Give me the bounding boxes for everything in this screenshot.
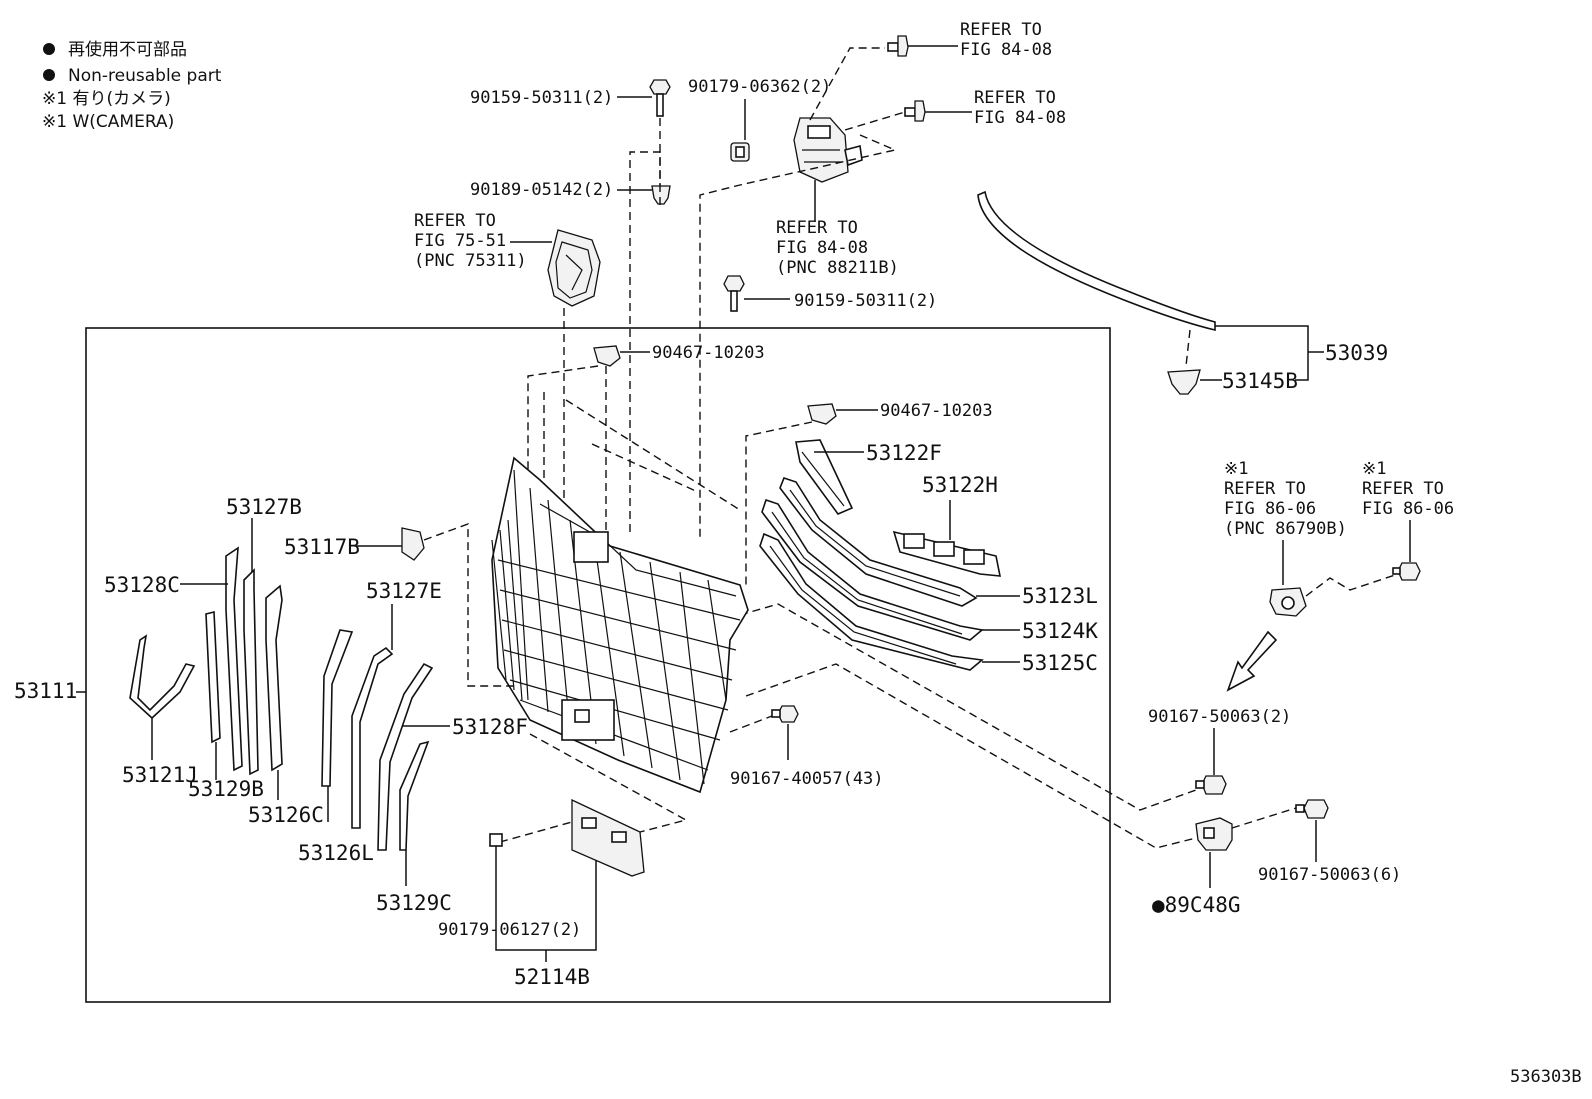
camera-mount-bracket-icon (1195, 817, 1233, 851)
bolt-icon (649, 79, 671, 117)
label-90159-50311-mid: 90159-50311(2) (794, 291, 937, 311)
bolt-icon (723, 275, 745, 312)
label-52114B: 52114B (514, 965, 590, 989)
clip-nut-icon (651, 185, 671, 205)
license-bracket-icon (571, 798, 645, 877)
label-note-1a: ※1 (1224, 459, 1248, 479)
label-refer-84-08-c2: FIG 84-08 (776, 238, 868, 258)
legend-camera-en: ※1 W(CAMERA) (42, 112, 174, 132)
label-90189-05142: 90189-05142(2) (470, 180, 613, 200)
label-refer-86-06-a1: REFER TO (1224, 479, 1306, 499)
label-53145B: 53145B (1222, 369, 1298, 393)
label-note-1b: ※1 (1362, 459, 1386, 479)
upper-molding-strip-icon (977, 190, 1216, 332)
label-53123L: 53123L (1022, 584, 1098, 608)
molding-53127b-icon (243, 568, 259, 776)
molding-53129c-icon (399, 740, 430, 851)
label-refer-75-51-b: FIG 75-51 (414, 231, 506, 251)
insert-53123l-icon (779, 477, 978, 607)
label-53125C: 53125C (1022, 651, 1098, 675)
label-53127E: 53127E (366, 579, 442, 603)
legend-en: Non-reusable part (68, 66, 222, 86)
label-refer-84-08-c1: REFER TO (776, 218, 858, 238)
bolt-icon (1392, 562, 1421, 581)
figure-id: 536303B (1510, 1067, 1582, 1087)
retainer-clip-icon (807, 403, 837, 425)
molding-53126l-icon (321, 629, 354, 787)
label-53129B: 53129B (188, 777, 264, 801)
label-53128F: 53128F (452, 715, 528, 739)
grille-assembly-frame (85, 327, 1111, 1003)
label-53129C: 53129C (376, 891, 452, 915)
label-90467-10203-b: 90467-10203 (880, 401, 993, 421)
camera-bracket-icon (793, 117, 863, 183)
grommet-icon (730, 142, 750, 162)
bolt-icon (904, 100, 926, 122)
camera-icon (1269, 587, 1307, 617)
molding-53121j-icon (129, 634, 196, 720)
label-refer-84-08-a1: REFER TO (960, 20, 1042, 40)
bolt-icon (1195, 775, 1227, 795)
label-90179-06362: 90179-06362(2) (688, 77, 831, 97)
label-refer-84-08-b1: REFER TO (974, 88, 1056, 108)
non-reusable-bullet-icon (43, 69, 55, 81)
label-90167-50063-6: 90167-50063(6) (1258, 865, 1401, 885)
molding-53127e-icon (351, 646, 394, 829)
clip-icon (1167, 369, 1201, 395)
insert-53122f-icon (795, 439, 854, 515)
label-refer-75-51-c: (PNC 75311) (414, 251, 527, 271)
label-53126L: 53126L (298, 841, 374, 865)
label-53111: 53111 (14, 679, 77, 703)
insert-53125c-icon (759, 532, 984, 671)
non-reusable-bullet-icon (43, 43, 55, 55)
label-53121J: 53121J (122, 763, 198, 787)
retainer-clip-icon (593, 345, 621, 367)
radiator-grille-icon (491, 456, 749, 794)
label-53039: 53039 (1325, 341, 1388, 365)
label-53126C: 53126C (248, 803, 324, 827)
label-53128C: 53128C (104, 573, 180, 597)
legend-jp: 再使用不可部品 (68, 39, 187, 60)
bolt-icon (771, 705, 799, 723)
arrow-down-left-icon (1226, 630, 1278, 692)
label-89C48G: ●89C48G (1152, 893, 1241, 917)
label-refer-86-06-a2: FIG 86-06 (1224, 499, 1316, 519)
bolt-icon (1295, 799, 1329, 819)
legend-camera-jp: ※1 有り(カメラ) (42, 89, 171, 109)
label-refer-86-06-a3: (PNC 86790B) (1224, 519, 1347, 539)
label-53127B: 53127B (226, 495, 302, 519)
molding-53126c-icon (265, 584, 283, 772)
label-53124K: 53124K (1022, 619, 1098, 643)
label-refer-84-08-b2: FIG 84-08 (974, 108, 1066, 128)
label-refer-84-08-c3: (PNC 88211B) (776, 258, 899, 278)
label-90167-40057: 90167-40057(43) (730, 769, 884, 789)
insert-53122h-icon (892, 530, 1001, 577)
label-refer-84-08-a2: FIG 84-08 (960, 40, 1052, 60)
label-refer-86-06-b2: FIG 86-06 (1362, 499, 1454, 519)
molding-53128c-icon (225, 546, 243, 772)
molding-53128f-icon (377, 662, 434, 851)
bracket-53117b-icon (401, 527, 425, 561)
label-90179-06127: 90179-06127(2) (438, 920, 581, 940)
label-53117B: 53117B (284, 535, 360, 559)
molding-53129b-icon (205, 610, 221, 744)
emblem-icon (547, 229, 601, 307)
bolt-icon (887, 35, 909, 57)
label-53122H: 53122H (922, 473, 998, 497)
label-refer-86-06-b1: REFER TO (1362, 479, 1444, 499)
label-90167-50063-2: 90167-50063(2) (1148, 707, 1291, 727)
label-refer-75-51-a: REFER TO (414, 211, 496, 231)
label-53122F: 53122F (866, 441, 942, 465)
label-90159-50311-top: 90159-50311(2) (470, 88, 613, 108)
clip-nut-icon (489, 833, 503, 847)
legend: 再使用不可部品 Non-reusable part ※1 有り(カメラ) ※1 … (42, 39, 222, 132)
label-90467-10203-a: 90467-10203 (652, 343, 765, 363)
